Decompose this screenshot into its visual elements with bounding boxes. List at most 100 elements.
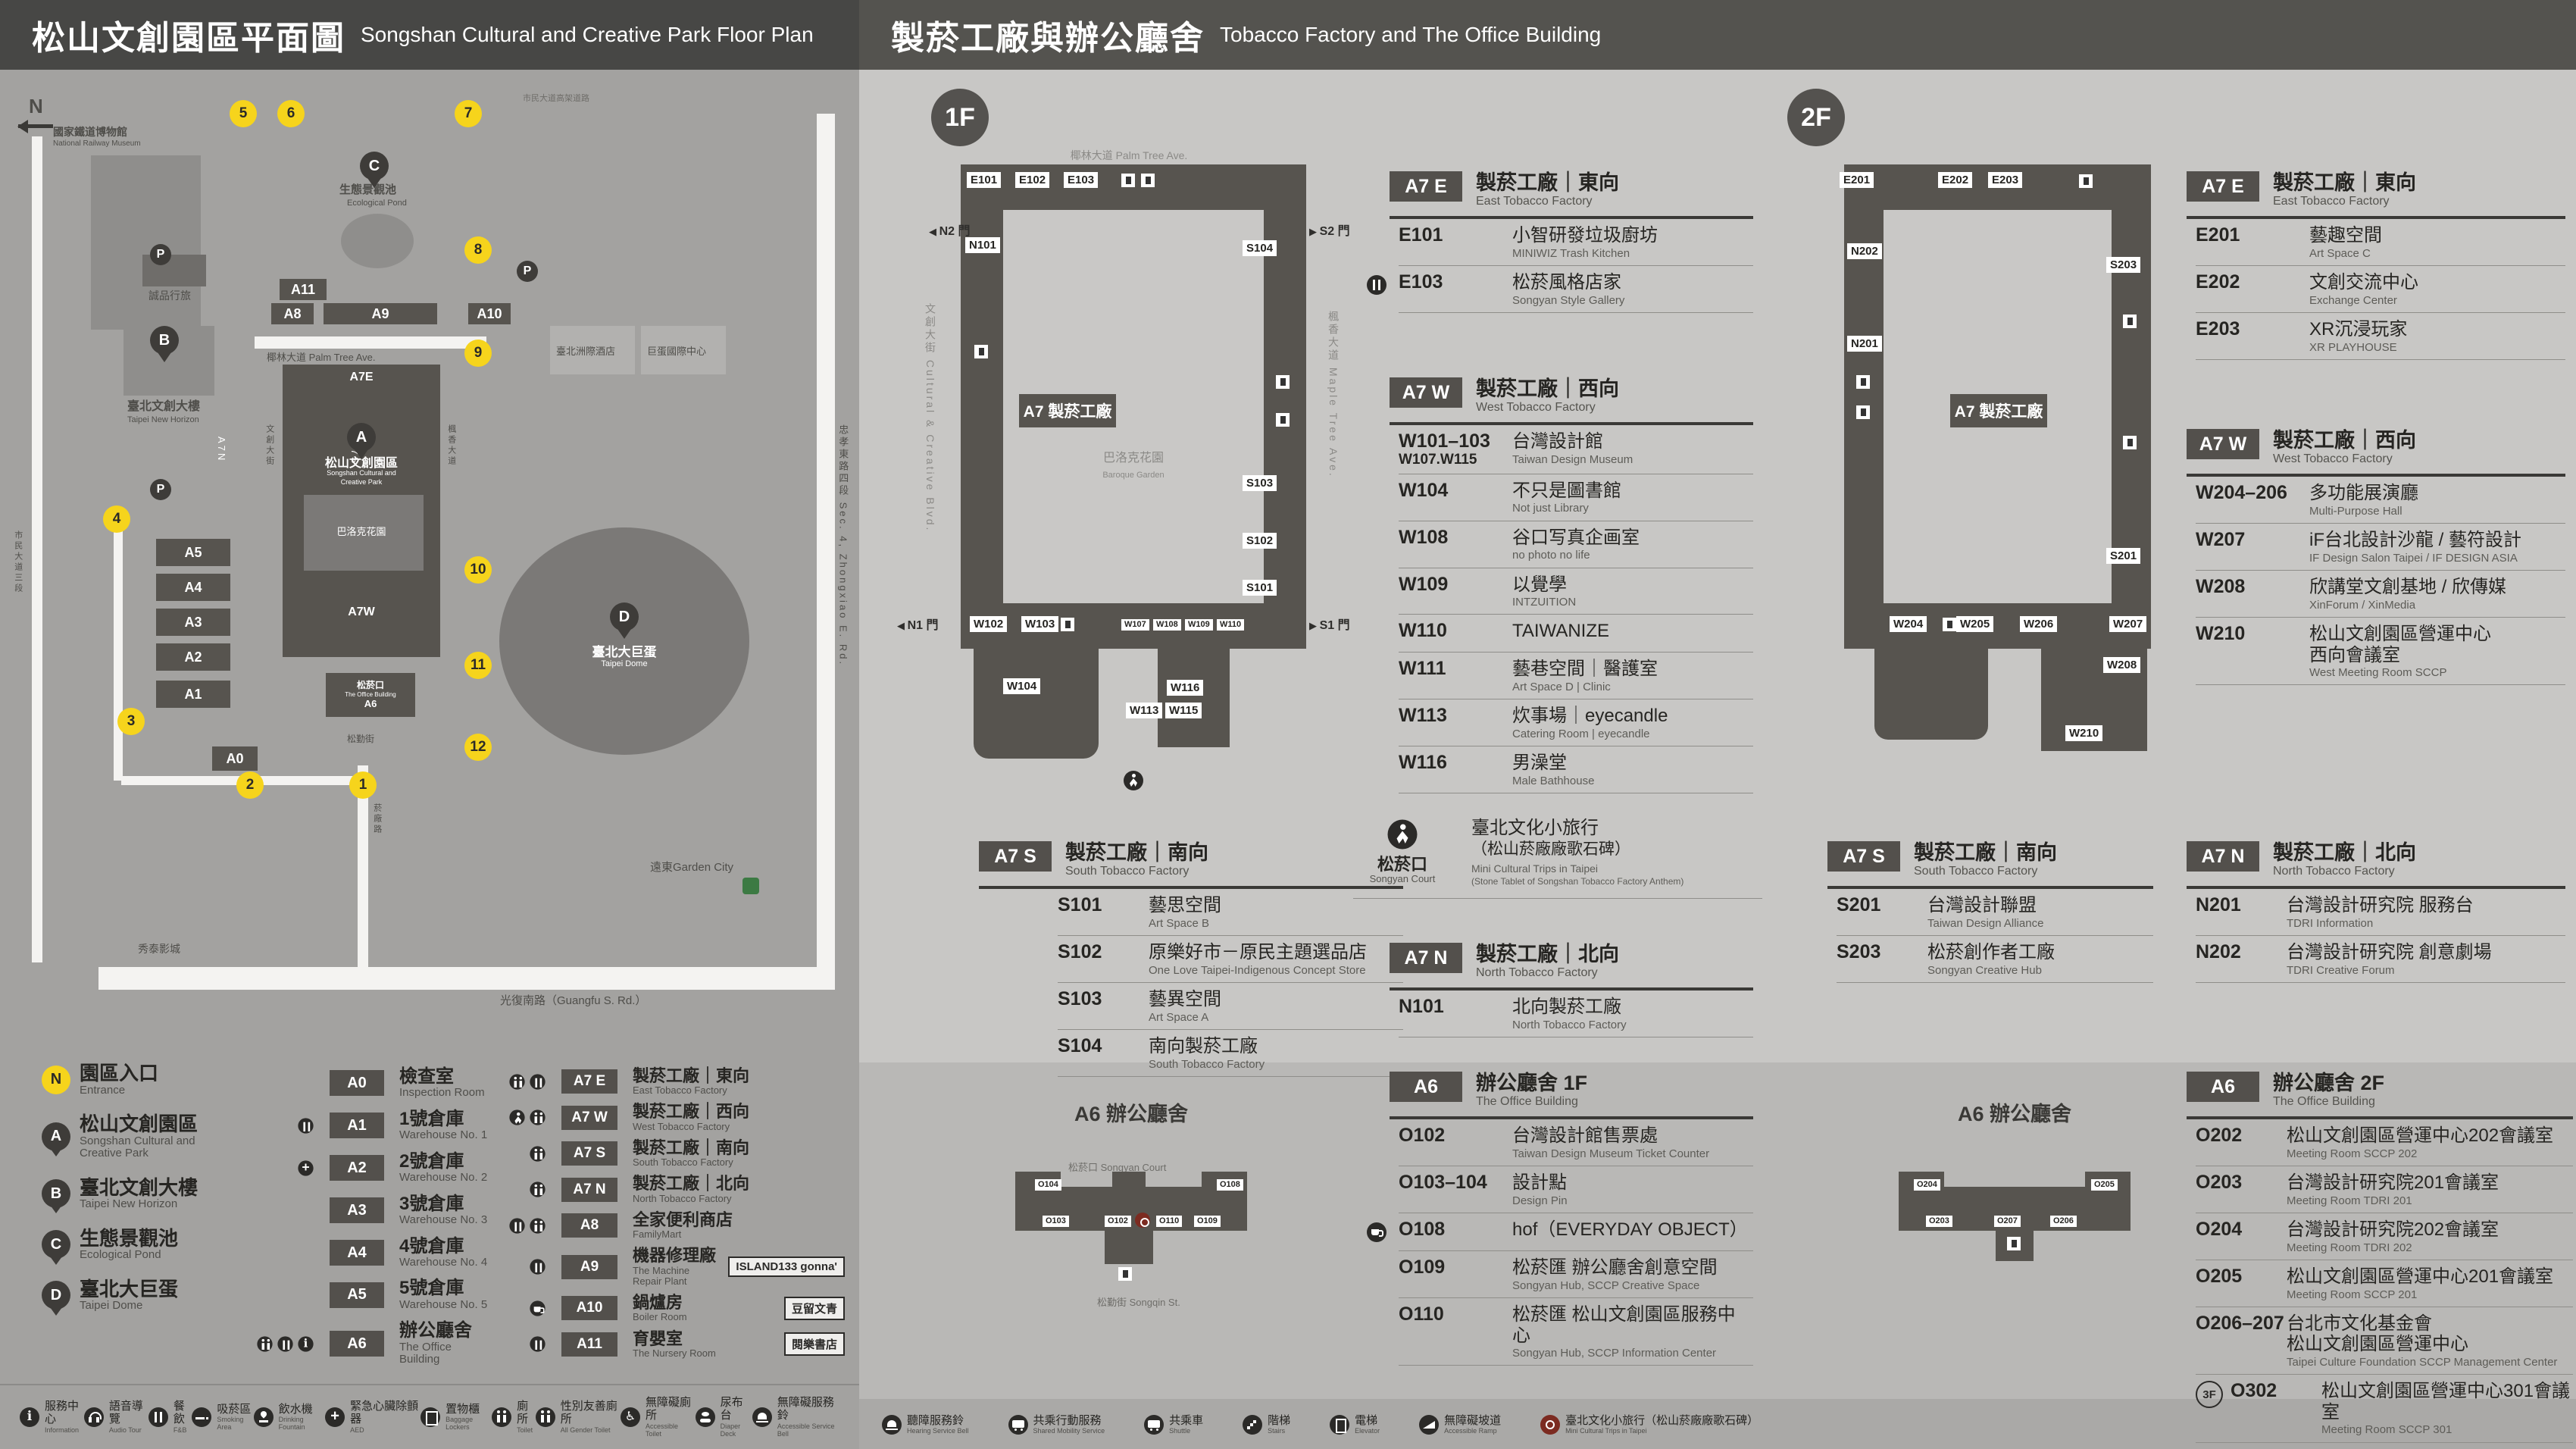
- a6-office-block: 松菸口 The Office Building A6: [326, 673, 415, 717]
- north-wing: [961, 164, 1306, 210]
- zhongxiao-road: [817, 114, 835, 990]
- right-title-zh: 製菸工廠與辦公廳舍: [891, 20, 1205, 57]
- songqin-road: [121, 776, 371, 785]
- building-badge: A2: [330, 1155, 384, 1181]
- songyan-court-marker: 松菸口 Songyan Court: [1353, 817, 1452, 887]
- garden-en: Baroque Garden: [1102, 470, 1165, 480]
- room-name-zh: 欣講堂文創基地 / 欣傳媒: [2309, 577, 2507, 598]
- dome-en: Taipei Dome: [601, 659, 648, 668]
- legend-zh: 鍋爐房: [633, 1293, 683, 1313]
- songyan-line1: 臺北文化小旅行: [1471, 818, 1599, 838]
- room-code: W208: [2196, 577, 2309, 598]
- west-lane-road: [114, 530, 123, 781]
- room-name-en: Art Space A: [1149, 1010, 1209, 1024]
- door-n1: N1 門: [897, 615, 939, 633]
- south-annex-west: [1874, 649, 1988, 740]
- facility-zh: 共乘行動服務: [1033, 1413, 1102, 1427]
- facility-icons: [489, 1109, 546, 1126]
- facility-icon: [974, 345, 988, 358]
- room-name-en: TDRI Creative Forum: [2287, 963, 2395, 977]
- room-code-text: O109: [1399, 1257, 1446, 1278]
- eco-pond-zh: 生態景觀池: [339, 183, 397, 196]
- section-badge: A7 E: [2187, 171, 2259, 202]
- garden-city-label: 遠東Garden City: [650, 861, 734, 874]
- songyan-description: 臺北文化小旅行 （松山菸廠廠歌石碑） Mini Cultural Trips i…: [1471, 817, 1683, 887]
- legend-zh: 松山文創園區: [80, 1113, 199, 1136]
- east-wing: [2112, 164, 2151, 649]
- facility-icons: [489, 1300, 546, 1317]
- room-name-en: XR PLAYHOUSE: [2309, 340, 2397, 354]
- legend-en: Warehouse No. 2: [399, 1171, 488, 1185]
- room-code-text: W208: [2196, 576, 2246, 598]
- a7-complex: A7E 松山文創園區 Songshan Cultural and Creativ…: [216, 365, 440, 657]
- parking-icon: P: [150, 479, 171, 500]
- building-badge: A7 E: [561, 1069, 617, 1094]
- entrance-marker: 5: [230, 100, 257, 127]
- building-badge: A8: [561, 1213, 617, 1238]
- building-a5: A5: [156, 539, 230, 566]
- legend-en: Boiler Room: [633, 1311, 687, 1323]
- section-title-zh: 辦公廳舍 2F: [2273, 1072, 2385, 1094]
- south-wing: [961, 603, 1306, 649]
- room-name-zh: 炊事場｜eyecandle: [1512, 706, 1668, 727]
- section-badge: A7 S: [979, 841, 1052, 872]
- room-code-text: N202: [2196, 941, 2241, 963]
- building-a9: A9: [324, 303, 437, 324]
- toilet-icon: [530, 1146, 546, 1162]
- room-name-zh: 小智研發垃圾廚坊: [1512, 225, 1658, 246]
- room-code: O203: [2196, 1172, 2287, 1194]
- room-code-text: E203: [2196, 318, 2240, 340]
- room-code: E101: [1399, 225, 1512, 246]
- entrance-marker: 12: [464, 734, 492, 761]
- tenant-tag: ISLAND133 gonna': [728, 1257, 845, 1278]
- room-name: TAIWANIZE: [1512, 621, 1753, 642]
- left-title-en: Songshan Cultural and Creative Park Floo…: [361, 23, 814, 46]
- facility-en: Elevator: [1355, 1427, 1380, 1435]
- room-name-zh: 台灣設計研究院 服務台: [2287, 895, 2474, 916]
- room-code: O110: [1399, 1303, 1512, 1325]
- cultural-trip-icon: [1124, 771, 1143, 790]
- walk-icon: [509, 1109, 525, 1125]
- legend-marker: A: [42, 1122, 70, 1151]
- legend-en: North Tobacco Factory: [633, 1192, 732, 1204]
- a6-building-tab: [1015, 1172, 1061, 1188]
- section-title-zh: 辦公廳舍 1F: [1476, 1072, 1588, 1094]
- room-name-en: Songyan Hub, SCCP Information Center: [1512, 1347, 1717, 1360]
- facility-icons: [489, 1335, 546, 1353]
- baroque-garden-label-1f: 巴洛克花園 Baroque Garden: [1003, 451, 1264, 483]
- room-code: W204–206: [2196, 483, 2309, 504]
- room-name-zh: TAIWANIZE: [1512, 621, 1609, 642]
- toilet-icon: [492, 1407, 512, 1427]
- legend-marker: C: [42, 1230, 70, 1260]
- songqin-street-label: 松勤街: [347, 734, 375, 744]
- guangfu-road: [98, 967, 818, 990]
- facility-icons: [489, 1073, 546, 1091]
- facility-en: Stairs: [1268, 1427, 1286, 1435]
